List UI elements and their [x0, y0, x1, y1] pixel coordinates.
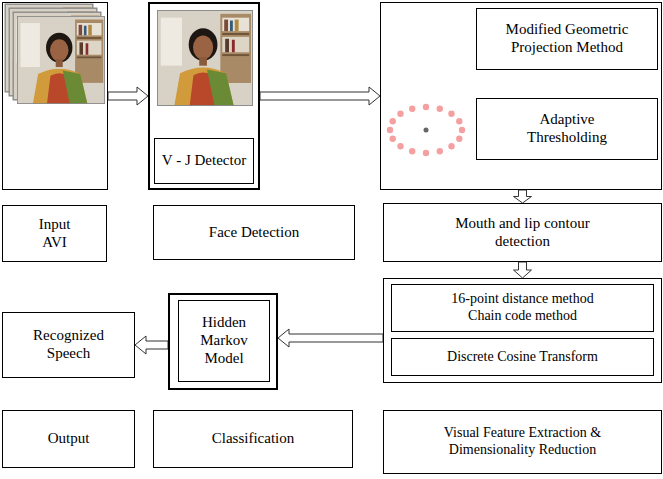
- contour-dot: [423, 104, 429, 110]
- node-text: Face Detection: [209, 224, 299, 242]
- contour-dot: [437, 106, 443, 112]
- contour-dot: [456, 136, 462, 142]
- contour-dot: [409, 148, 415, 154]
- contour-dot: [387, 127, 393, 133]
- block-arrow: [260, 87, 380, 105]
- block-arrow: [278, 329, 383, 347]
- contour-dot: [448, 111, 454, 117]
- node-text: Adaptive Thresholding: [517, 111, 617, 146]
- contour-dot: [456, 118, 462, 124]
- node-text: Hidden Markov Model: [184, 314, 264, 367]
- block-arrow: [514, 262, 532, 278]
- node-text: V - J Detector: [162, 152, 246, 170]
- lip-contour-points: [387, 104, 465, 156]
- block-arrow: [135, 336, 168, 354]
- process-box: Hidden Markov Model: [178, 300, 270, 382]
- node-text: Classification: [212, 430, 295, 448]
- block-arrow: [108, 87, 148, 105]
- node-text: Input AVI: [32, 216, 77, 251]
- group-frame: Modified Geometric Projection MethodAdap…: [380, 2, 662, 190]
- contour-dot: [397, 143, 403, 149]
- process-box: 16-point distance method Chain code meth…: [391, 284, 654, 332]
- input-video-frame: [17, 16, 105, 104]
- contour-dot: [423, 150, 429, 156]
- process-box: Discrete Cosine Transform: [391, 338, 654, 376]
- stage-label: Output: [2, 410, 135, 468]
- process-box: Mouth and lip contour detection: [383, 203, 662, 262]
- process-box: V - J Detector: [154, 138, 254, 184]
- contour-dot: [459, 127, 465, 133]
- contour-dot: [409, 106, 415, 112]
- contour-dot: [390, 118, 396, 124]
- stage-label: Visual Feature Extraction & Dimensionali…: [383, 410, 662, 474]
- group-frame: V - J Detector: [148, 2, 260, 190]
- node-text: Discrete Cosine Transform: [447, 349, 598, 366]
- process-box: Modified Geometric Projection Method: [476, 8, 658, 70]
- block-arrow: [514, 190, 532, 203]
- contour-center: [424, 128, 429, 133]
- detected-face-frame: [157, 10, 253, 106]
- group-frame: Hidden Markov Model: [168, 293, 278, 390]
- node-text: 16-point distance method Chain code meth…: [438, 291, 608, 324]
- contour-dot: [390, 136, 396, 142]
- contour-dot: [397, 111, 403, 117]
- node-text: Output: [48, 430, 90, 448]
- stage-label: Face Detection: [153, 205, 355, 260]
- process-box: Recognized Speech: [2, 312, 135, 378]
- contour-dot: [437, 148, 443, 154]
- group-frame: 16-point distance method Chain code meth…: [383, 278, 662, 383]
- contour-dot: [448, 143, 454, 149]
- stage-label: Classification: [153, 410, 353, 468]
- node-text: Visual Feature Extraction & Dimensionali…: [423, 425, 623, 458]
- stage-label: Input AVI: [2, 205, 107, 262]
- node-text: Mouth and lip contour detection: [433, 215, 613, 250]
- process-box: Adaptive Thresholding: [476, 98, 658, 160]
- node-text: Modified Geometric Projection Method: [482, 21, 652, 56]
- group-frame: [2, 2, 108, 190]
- node-text: Recognized Speech: [19, 327, 119, 362]
